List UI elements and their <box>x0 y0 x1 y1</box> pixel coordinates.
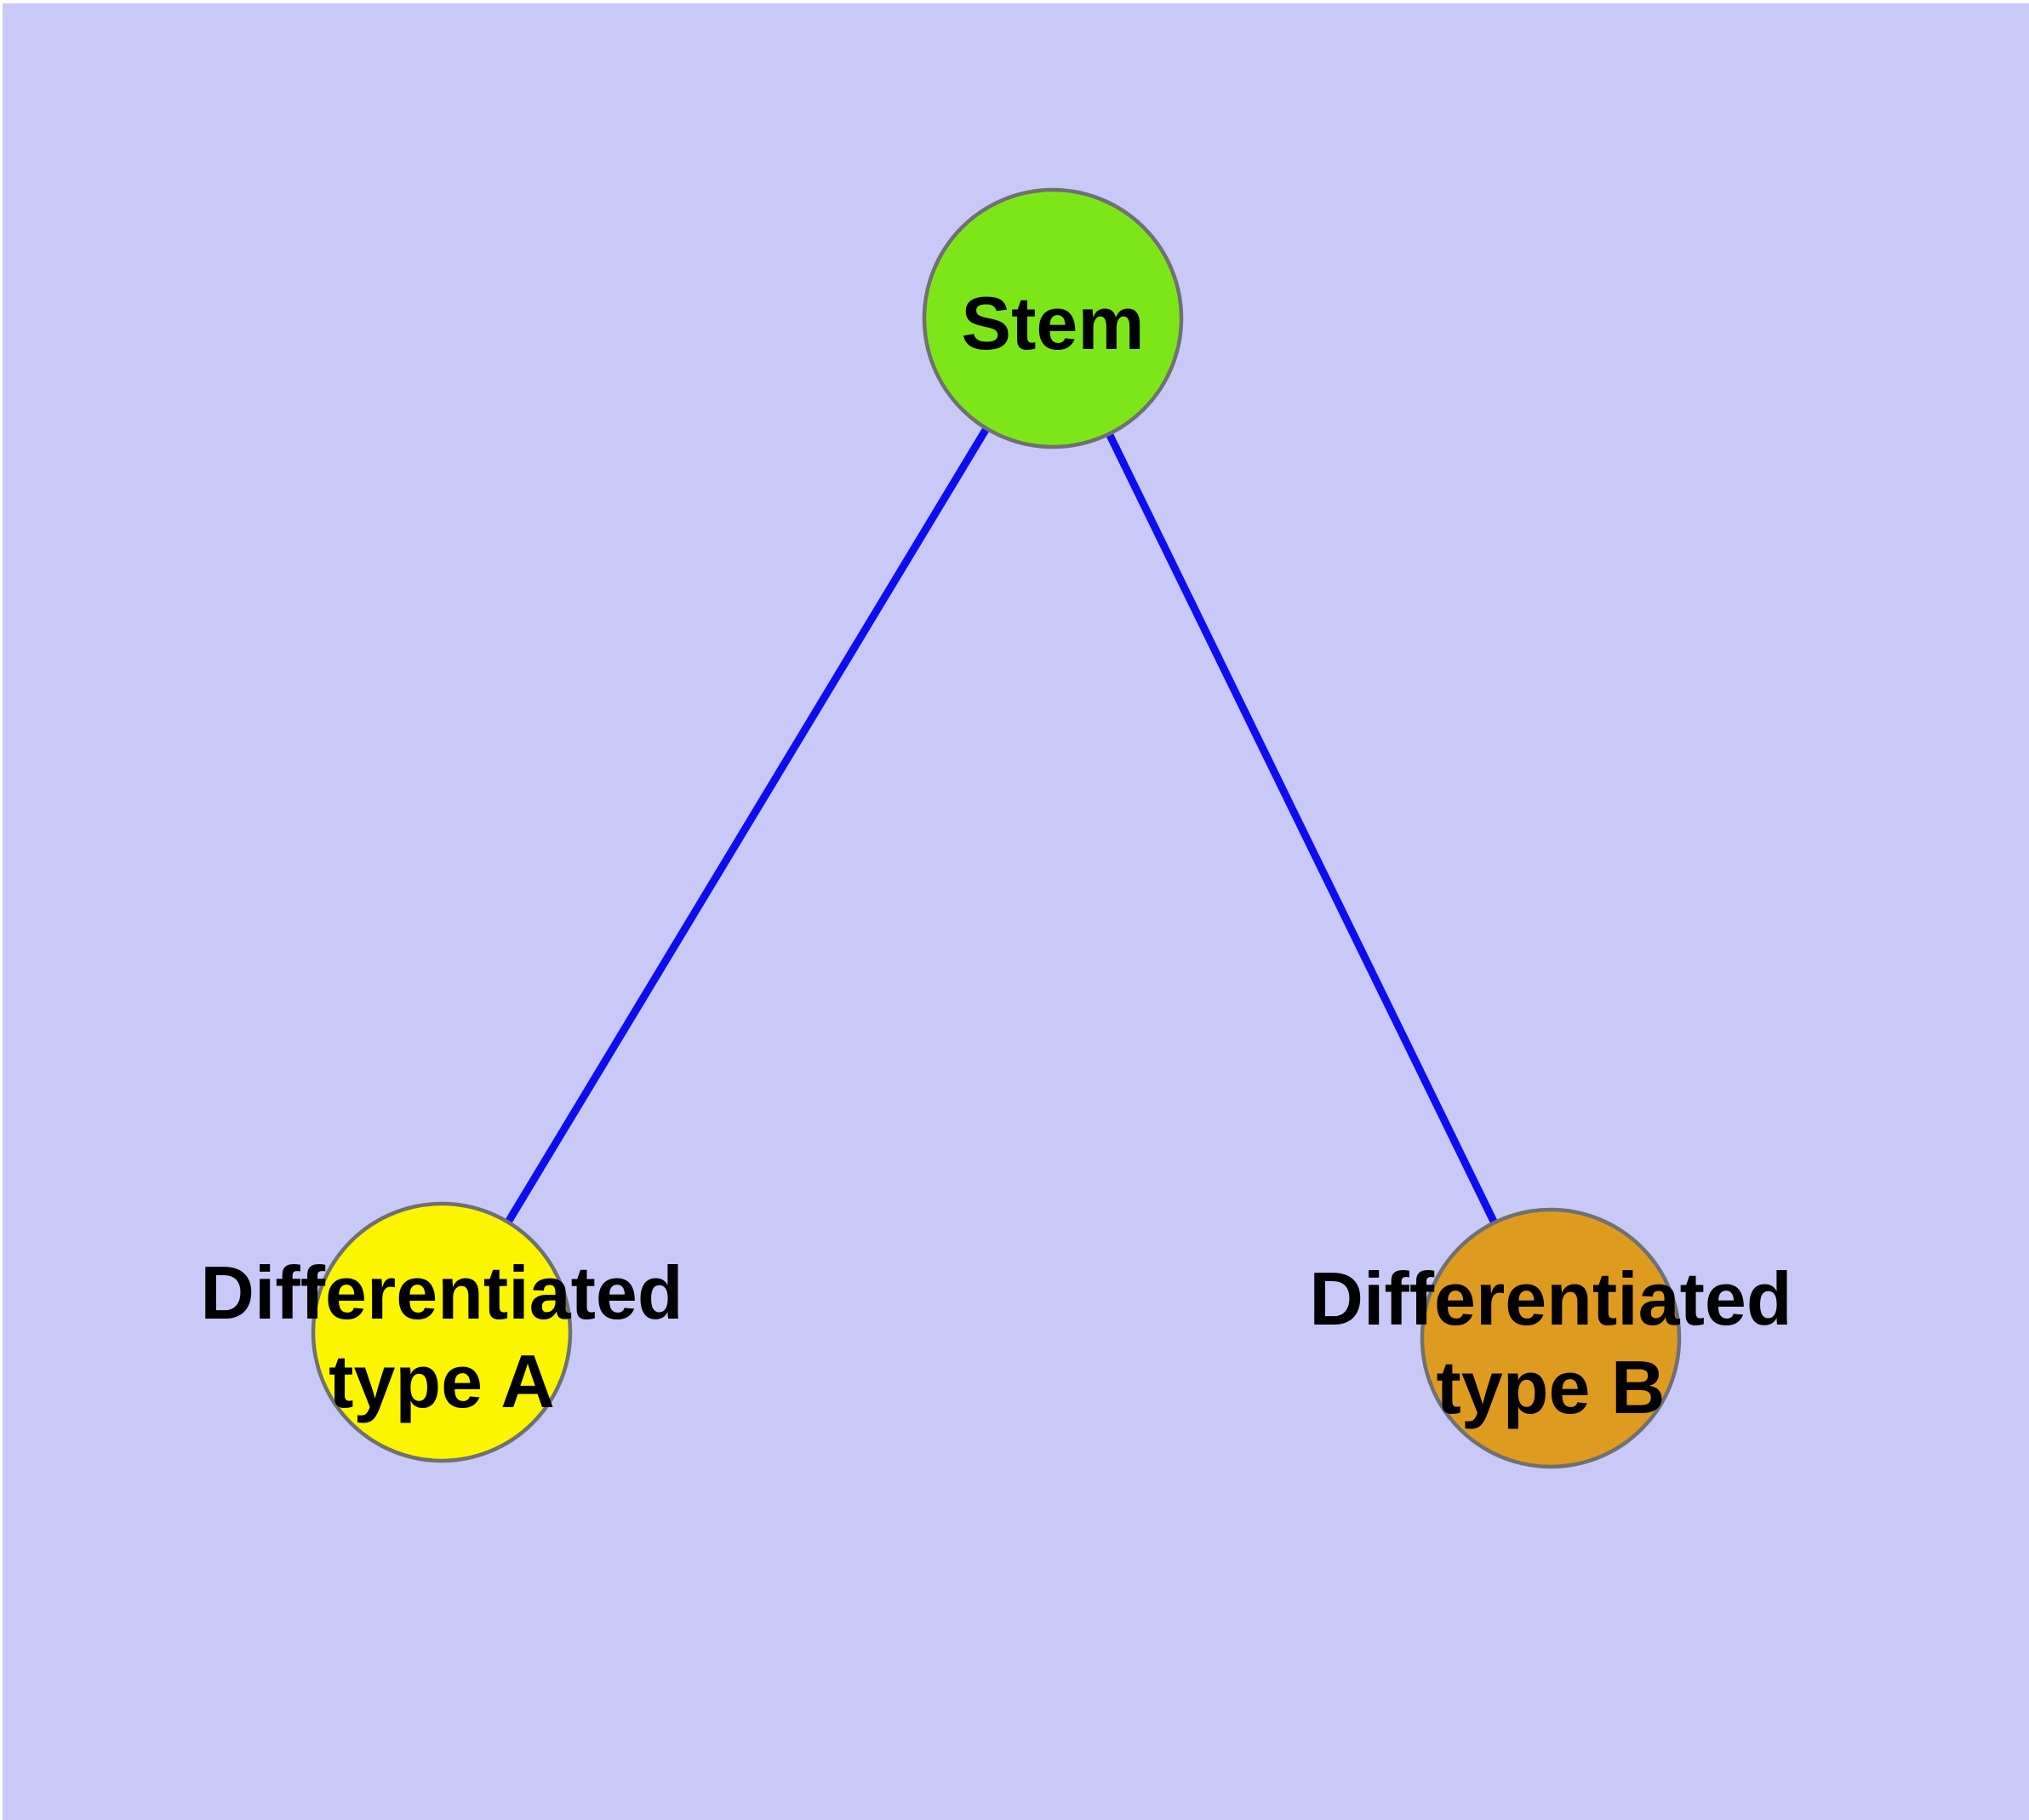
node-type-b-label: Differentiated type B <box>1309 1256 1792 1429</box>
node-type-a-circle <box>311 1201 573 1463</box>
node-stem-label: Stem <box>961 281 1145 365</box>
node-type-a-label: Differentiated type A <box>200 1251 683 1423</box>
node-type-b-circle <box>1420 1207 1682 1469</box>
edge-stem-to-type-a <box>438 316 1056 1335</box>
node-stem-circle <box>922 187 1184 449</box>
edge-stem-to-type-b <box>1049 317 1555 1340</box>
